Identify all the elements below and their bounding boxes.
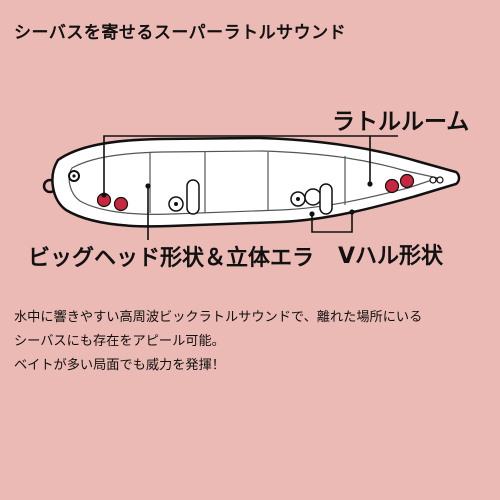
line-tie — [68, 170, 80, 182]
rattle-ball — [113, 196, 129, 212]
headline: シーバスを寄せるスーパーラトルサウンド — [14, 23, 347, 43]
lure-inner-outline — [68, 150, 441, 215]
callout-big-head: ビッグヘッド形状＆立体エラ — [28, 246, 315, 271]
v-hull-leader — [311, 212, 353, 233]
lure-diagram — [42, 135, 461, 240]
description-line: ベイトが多い局面でも威力を発揮！ — [14, 358, 225, 373]
callout-v-hull: Vハル形状 — [338, 244, 444, 269]
description-line: 水中に響きやすい高周波ビックラトルサウンドで、離れた場所にいる — [14, 310, 423, 325]
rattle-tube — [319, 183, 333, 215]
callout-rattle-room: ラトルルーム — [332, 109, 470, 135]
rattle-ball — [399, 173, 415, 189]
description-line: シーバスにも存在をアピール可能。 — [14, 334, 225, 349]
rattle-ball — [384, 178, 400, 194]
description: 水中に響きやすい高周波ビックラトルサウンドで、離れた場所にいる シーバスにも存在… — [14, 306, 486, 378]
rattle-room-leader — [103, 135, 398, 195]
